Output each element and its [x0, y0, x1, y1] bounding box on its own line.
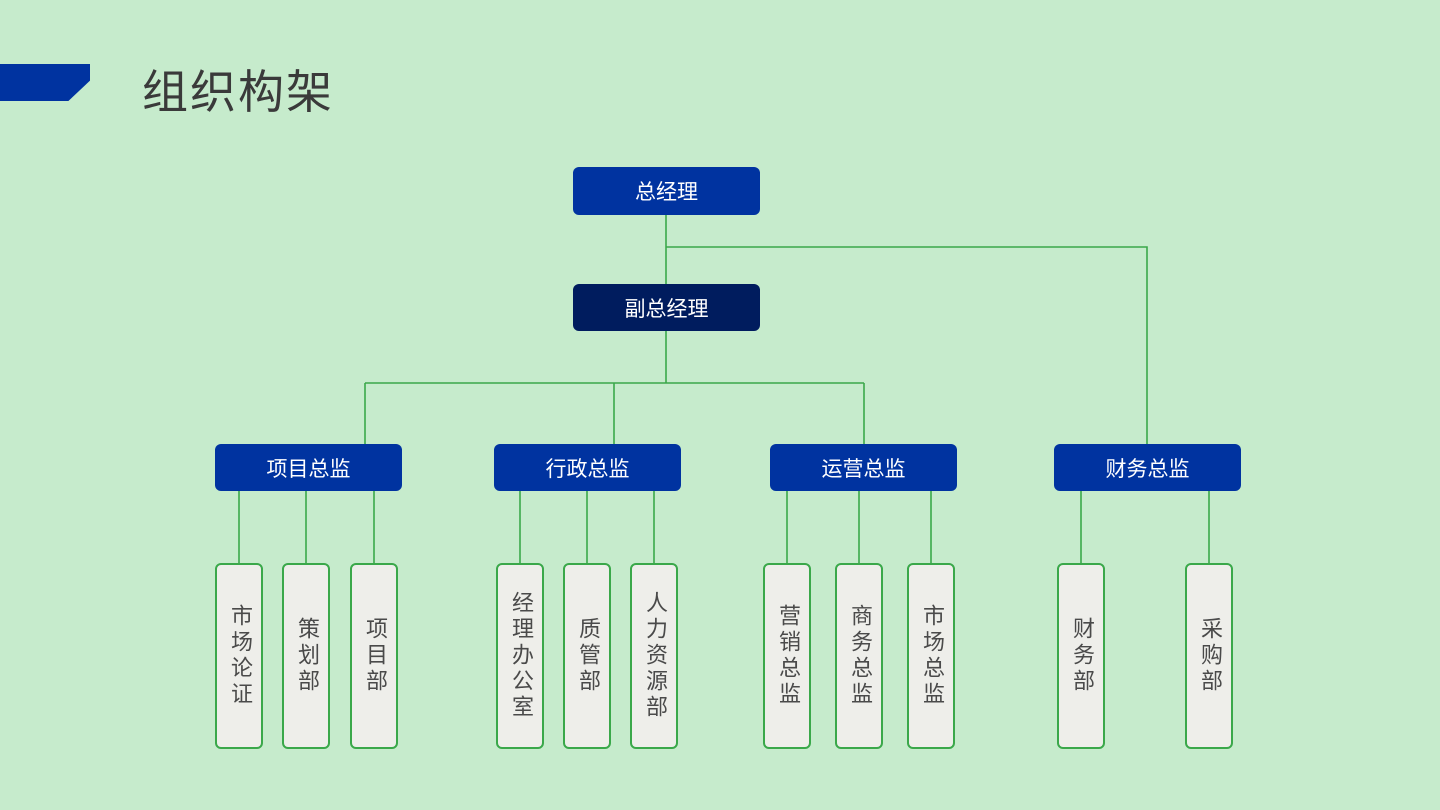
director-box-project: 项目总监 [215, 444, 402, 491]
department-box: 人力资源部 [630, 563, 678, 749]
department-box: 市场总监 [907, 563, 955, 749]
ceo-label: 总经理 [635, 180, 698, 204]
department-label: 项目部 [362, 617, 387, 695]
department-box: 采购部 [1185, 563, 1233, 749]
ceo-box: 总经理 [573, 167, 760, 215]
director-box-operations: 运营总监 [770, 444, 957, 491]
department-box: 市场论证 [215, 563, 263, 749]
department-label: 采购部 [1197, 617, 1222, 695]
director-box-finance: 财务总监 [1054, 444, 1241, 491]
department-box: 商务总监 [835, 563, 883, 749]
director-box-admin: 行政总监 [494, 444, 681, 491]
vp-box: 副总经理 [573, 284, 760, 331]
vp-label: 副总经理 [624, 296, 709, 321]
page-title: 组织构架 [142, 65, 334, 119]
department-label: 财务部 [1069, 617, 1094, 695]
department-label: 策划部 [294, 617, 319, 695]
director-label: 运营总监 [821, 456, 906, 481]
department-box: 经理办公室 [496, 563, 544, 749]
department-label: 营销总监 [775, 604, 800, 708]
department-label: 市场总监 [919, 604, 944, 708]
director-label: 项目总监 [266, 456, 351, 481]
department-box: 营销总监 [763, 563, 811, 749]
department-label: 人力资源部 [642, 591, 667, 721]
department-box: 项目部 [350, 563, 398, 749]
director-label: 财务总监 [1105, 456, 1190, 481]
department-label: 市场论证 [227, 604, 252, 708]
department-box: 财务部 [1057, 563, 1105, 749]
department-box: 质管部 [563, 563, 611, 749]
department-box: 策划部 [282, 563, 330, 749]
department-label: 质管部 [575, 617, 600, 695]
connector-ceo-finance [666, 246, 1148, 444]
department-label: 经理办公室 [508, 591, 533, 721]
director-label: 行政总监 [545, 456, 630, 481]
department-label: 商务总监 [847, 604, 872, 708]
